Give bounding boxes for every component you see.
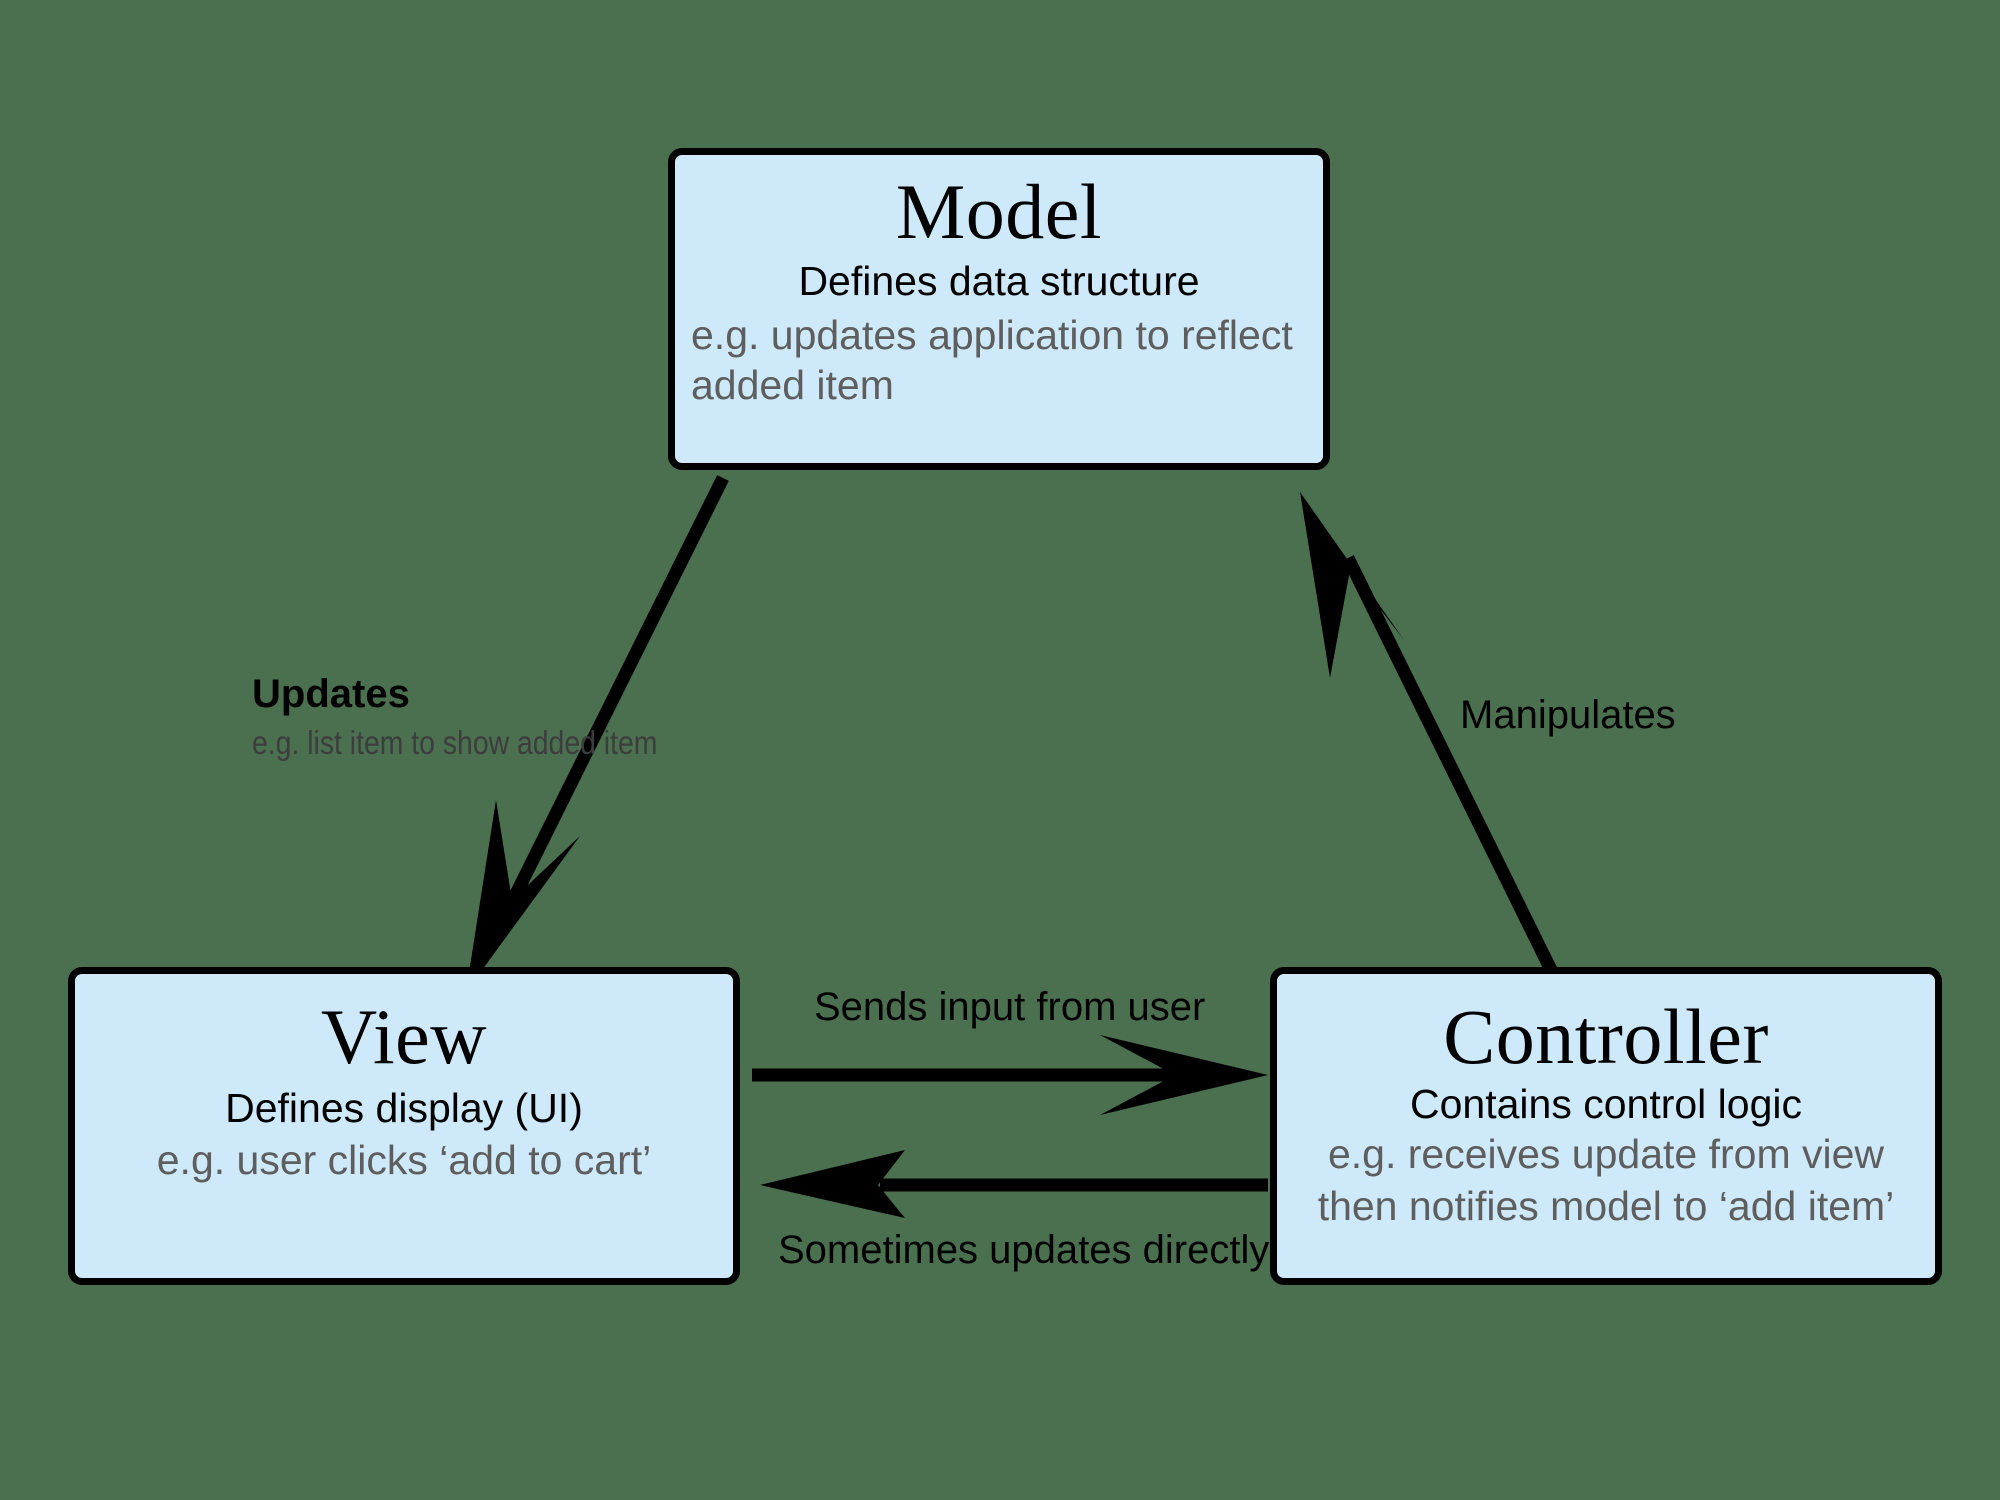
edge-label-sends-input-text: Sends input from user: [814, 985, 1206, 1029]
edge-label-view-to-controller: Sends input from user: [814, 985, 1205, 1030]
node-controller-subtitle: Contains control logic: [1410, 1081, 1802, 1127]
edge-label-model-to-view: Updates e.g. list item to show added ite…: [252, 672, 723, 762]
node-model-title: Model: [895, 168, 1103, 255]
edge-note-updates-text: e.g. list item to show added item: [252, 724, 658, 761]
edge-label-controller-to-model: Manipulates: [1460, 693, 1676, 738]
node-controller-title: Controller: [1443, 993, 1769, 1080]
node-model[interactable]: Model Defines data structure e.g. update…: [668, 148, 1330, 470]
arrow-controller-to-view: [760, 1150, 1268, 1218]
edge-label-sometimes-updates-text: Sometimes updates directly: [778, 1228, 1270, 1272]
arrow-controller-to-model: [1300, 492, 1561, 981]
node-controller[interactable]: Controller Contains control logic e.g. r…: [1270, 967, 1942, 1285]
edge-label-manipulates-text: Manipulates: [1460, 693, 1676, 737]
node-controller-example-line-1: e.g. receives update from view: [1327, 1131, 1885, 1178]
node-view-example: e.g. user clicks ‘add to cart’: [156, 1137, 652, 1184]
arrow-view-to-controller: [752, 1035, 1268, 1115]
node-model-example: e.g. updates application to reflect adde…: [691, 312, 1293, 409]
edge-label-controller-to-view: Sometimes updates directly: [778, 1228, 1269, 1273]
node-model-subtitle: Defines data structure: [798, 258, 1200, 304]
arrow-model-to-view: [466, 475, 729, 992]
node-view-subtitle: Defines display (UI): [225, 1085, 583, 1131]
node-controller-example-line-2: then notifies model to ‘add item’: [1317, 1183, 1895, 1230]
node-view-title: View: [320, 993, 488, 1080]
edge-label-updates-text: Updates: [252, 672, 410, 716]
node-view[interactable]: View Defines display (UI) e.g. user clic…: [68, 967, 740, 1285]
